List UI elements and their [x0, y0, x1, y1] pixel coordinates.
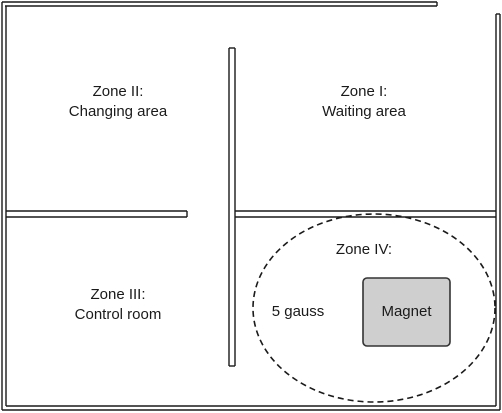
magnet-box: [362, 277, 451, 347]
zone-1-label: Zone I: Waiting area: [294, 82, 434, 122]
five-gauss-label: 5 gauss: [271, 303, 325, 320]
right-horizontal-wall: [235, 210, 496, 218]
zone-1-title: Zone I:: [340, 83, 388, 100]
zone-2-subtitle: Changing area: [68, 103, 168, 120]
outer-wall-top: [2, 1, 437, 7]
zone-4-title: Zone IV:: [335, 241, 393, 258]
magnet-label: Magnet: [381, 303, 432, 320]
left-horizontal-wall: [6, 210, 187, 218]
zone-3-title: Zone III:: [90, 286, 146, 303]
outer-wall-left: [1, 2, 7, 410]
five-gauss-line: [252, 213, 496, 403]
outer-wall-bottom: [2, 405, 500, 411]
zone-3-subtitle: Control room: [74, 306, 162, 323]
zone-2-label: Zone II: Changing area: [48, 82, 188, 122]
outer-wall-right: [495, 14, 501, 410]
zone-2-title: Zone II:: [92, 83, 144, 100]
zone-4-label: Zone IV:: [304, 240, 424, 260]
center-wall: [228, 48, 236, 366]
zone-3-label: Zone III: Control room: [48, 285, 188, 325]
inner-walls: [6, 47, 496, 367]
zone-1-subtitle: Waiting area: [322, 103, 406, 120]
